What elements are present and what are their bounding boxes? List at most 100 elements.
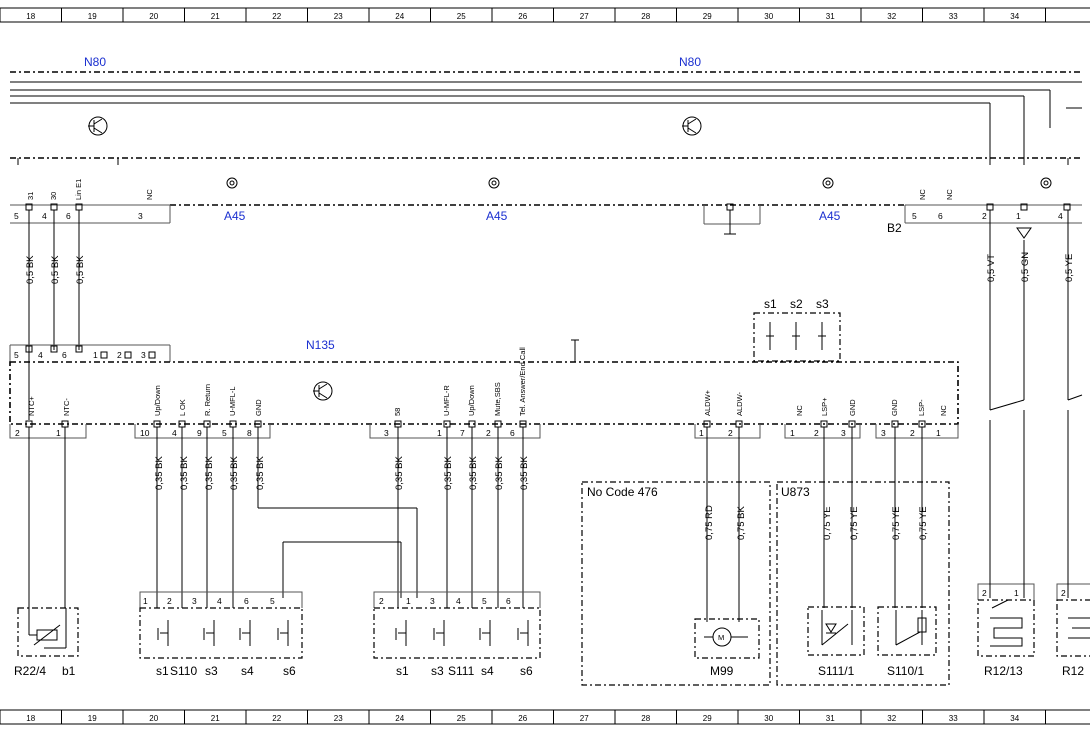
a45-label-2: A45	[486, 209, 508, 223]
spiral-icon	[822, 177, 834, 189]
wire-label: 0,5 BK	[25, 255, 36, 284]
a45-top-connectors	[17, 158, 1069, 165]
ruler-label: 31	[826, 714, 835, 723]
s111-box	[373, 607, 541, 659]
r22-b1-label: b1	[62, 664, 76, 678]
switch-label: s2	[790, 297, 803, 311]
m99-box	[694, 618, 760, 659]
a45-pin-number: 2	[982, 211, 987, 221]
n135-pin-name: NTC+	[27, 396, 36, 416]
a45-pin-number: 5	[14, 211, 19, 221]
ruler-label: 27	[580, 714, 589, 723]
ruler-label: 32	[887, 12, 896, 21]
a45-pin-name: NC	[945, 189, 954, 200]
s110-switch-label: s1	[156, 664, 169, 678]
wire-label: 0,35 BK	[255, 456, 266, 490]
r12-13-header	[977, 583, 1035, 600]
a45-pin-name: 30	[49, 192, 58, 200]
s110-switch-label: s3	[205, 664, 218, 678]
wire-label: 0,35 BK	[204, 456, 215, 490]
ruler-label: 28	[641, 714, 650, 723]
a45-pin-number: 1	[1016, 211, 1021, 221]
no-code-label: No Code 476	[587, 485, 658, 499]
ruler-label: 18	[26, 12, 35, 21]
a45-label-3: A45	[819, 209, 841, 223]
a45-pin-number: 6	[938, 211, 943, 221]
s111-switch-label: s1	[396, 664, 409, 678]
n135-bottom-wires	[25, 420, 926, 622]
s111-1-label: S111/1	[818, 664, 855, 678]
ruler-label: 19	[88, 714, 97, 723]
n135-pin-name: LSP+	[820, 397, 829, 416]
a45-pin-number: 6	[66, 211, 71, 221]
switch-contacts	[766, 322, 826, 350]
switch-label: s3	[816, 297, 829, 311]
wire-label: 0,75 YE	[849, 506, 860, 540]
n135-pin-number: 3	[881, 428, 886, 438]
n135-pin-name: Up/Down	[153, 385, 162, 416]
ruler-label: 22	[272, 12, 281, 21]
a45-pin-name: Lin E1	[74, 179, 83, 200]
n135-header-pin: 5	[14, 350, 19, 360]
ruler-label: 26	[518, 12, 527, 21]
s111-pin: 1	[406, 596, 411, 606]
bus-wires	[10, 81, 1082, 158]
a45-pin-number: 4	[1058, 211, 1063, 221]
wire-label: 0,35 BK	[443, 456, 454, 490]
n135-pin-name: ALDW-	[735, 391, 744, 416]
n135-header-pin: 3	[141, 350, 146, 360]
s111-pin: 6	[506, 596, 511, 606]
a45-mid-connector	[703, 203, 761, 235]
wire-label: 0,35 BK	[179, 456, 190, 490]
ruler-label: 21	[211, 12, 220, 21]
n135-pin-number: 1	[936, 428, 941, 438]
s110-pin: 5	[270, 596, 275, 606]
ruler-label: 24	[395, 12, 404, 21]
spiral-icon	[1040, 177, 1052, 189]
transistor-icon	[313, 381, 333, 401]
n135-header-connector	[9, 344, 171, 362]
a45-right-connectors	[986, 203, 1071, 239]
wire-label: 0,75 YE	[918, 506, 929, 540]
top-wires	[28, 210, 1069, 420]
ruler-label: 25	[457, 714, 466, 723]
ruler-label: 30	[764, 12, 773, 21]
r12-pin: 2	[1061, 588, 1066, 598]
ruler-label: 29	[703, 12, 712, 21]
ruler-label: 32	[887, 714, 896, 723]
s111-switch-label: s4	[481, 664, 494, 678]
n135-pin-name: Tel. Answer/End Call	[518, 347, 527, 416]
n135-pin-number: 3	[384, 428, 389, 438]
n135-pin-number: 1	[790, 428, 795, 438]
n135-pin-name: NC	[795, 405, 804, 416]
n135-pin-number: 9	[197, 428, 202, 438]
n135-pin-number: 4	[172, 428, 177, 438]
s110-pin: 4	[217, 596, 222, 606]
ruler-label: 20	[149, 714, 158, 723]
s110-1-label: S110/1	[887, 664, 924, 678]
n135-pin-number: 1	[699, 428, 704, 438]
n135-pin-name: Mute,SBS	[493, 382, 502, 416]
s111-switches	[395, 620, 529, 646]
n135-pin-name: GND	[254, 399, 263, 416]
n135-module	[9, 361, 959, 425]
spiral-icon	[226, 177, 238, 189]
a45-pin-name: 31	[26, 192, 35, 200]
n135-pin-number: 1	[437, 428, 442, 438]
wire-label: 0,5 BK	[75, 255, 86, 284]
s110-switch-label: s6	[283, 664, 296, 678]
r12-pin: 2	[982, 588, 987, 598]
r12-pin: 1	[1014, 588, 1019, 598]
n135-header-pin: 2	[117, 350, 122, 360]
ruler-label: 24	[395, 714, 404, 723]
n135-pin-number: 1	[56, 428, 61, 438]
n135-header-pin: 6	[62, 350, 67, 360]
n135-pin-name: U-MFL-L	[228, 386, 237, 416]
r12-cut-label: R12	[1062, 664, 1084, 678]
ruler-label: 21	[211, 714, 220, 723]
u873-box	[776, 481, 950, 686]
crossover-wires	[258, 507, 418, 598]
n135-pin-name: GND	[890, 399, 899, 416]
